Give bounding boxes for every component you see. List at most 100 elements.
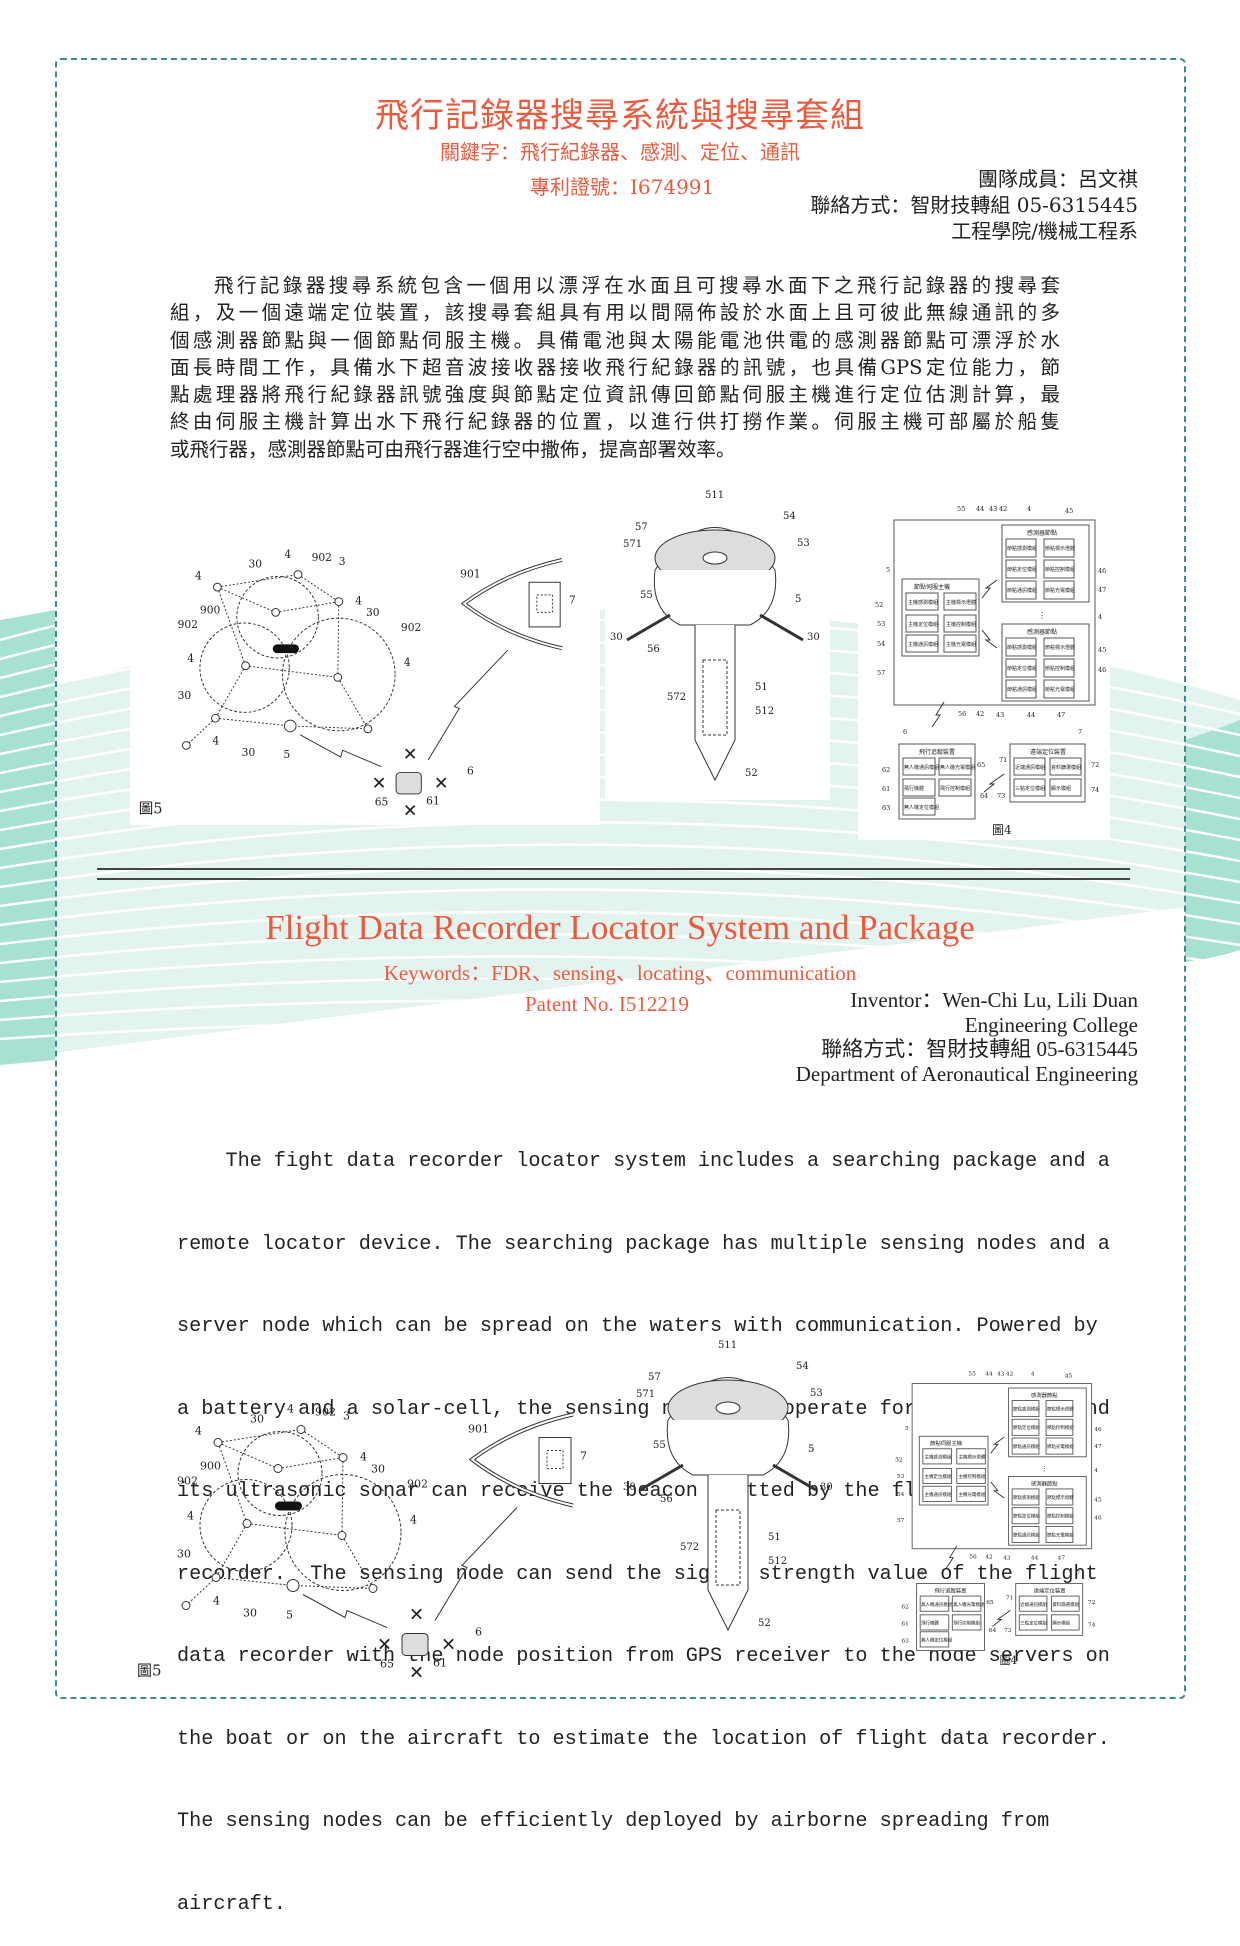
figure-4-panel-en: 節點伺服主機主機感測模組主機標示燈體主機定位模組主機控制模組主機通訊模組主機光電… — [880, 1345, 1105, 1694]
module-label: 近端通訊模組 — [1015, 764, 1045, 771]
module-label: 資料篩選模組 — [1051, 764, 1081, 771]
reference-label: 7 — [580, 1450, 587, 1463]
reference-label: 55 — [968, 1372, 976, 1378]
figure-caption: 圖4 — [992, 823, 1012, 837]
reference-label: 45 — [1065, 1373, 1073, 1379]
reference-label: 47 — [1057, 711, 1065, 719]
en-line: aircraft. — [177, 1891, 1110, 1919]
reference-label: 30 — [807, 632, 820, 643]
reference-label: 47 — [1094, 1444, 1102, 1450]
sensor-node-icon — [212, 1574, 220, 1582]
reference-label: 53 — [810, 1388, 823, 1399]
propeller-icon: ✕ — [434, 774, 449, 794]
wireless-link-icon — [300, 735, 382, 767]
zh-line: 點處理器將飛行紀錄器訊號強度與節點定位資訊傳回節點伺服主機進行定位估測計算，最 — [170, 381, 1060, 408]
ship-cabin — [529, 582, 560, 627]
center-hub — [716, 1402, 740, 1414]
reference-label: 4 — [213, 1595, 220, 1608]
wireless-link-icon — [984, 774, 1004, 792]
reference-label: 43 — [997, 1372, 1005, 1378]
reference-label: 511 — [718, 1340, 737, 1351]
zh-line: 個感測器節點與一個節點伺服主機。具備電池與太陽能電池供電的感測器節點可漂浮於水 — [170, 327, 1060, 354]
figure-5-panel: ✕✕✕✕304902344900309029024430430590176656… — [130, 490, 600, 825]
figure-caption: 圖4 — [1000, 1654, 1018, 1667]
reference-label: 55 — [957, 505, 965, 513]
reference-label: 4 — [213, 734, 220, 747]
reference-label: 30 — [250, 1413, 264, 1426]
reference-label: 53 — [797, 538, 810, 549]
link-line — [301, 1430, 343, 1458]
reference-label: 54 — [897, 1492, 905, 1498]
propeller-icon: ✕ — [403, 801, 418, 821]
sensor-node-icon — [297, 1426, 305, 1434]
reference-label: 54 — [877, 640, 885, 648]
divider-line-top — [97, 868, 1130, 870]
reference-label: 30 — [820, 1482, 833, 1493]
drone-icon — [402, 1634, 428, 1656]
reference-label: 30 — [242, 746, 256, 759]
reference-label: 71 — [999, 756, 1007, 764]
module-label: 主機光電模組 — [946, 641, 976, 648]
reference-label: 900 — [200, 1460, 221, 1473]
remote-locator-icon — [537, 595, 553, 612]
sensor-node-icon — [214, 1439, 222, 1447]
sensor-node-icon — [212, 714, 220, 722]
reference-label: 55 — [653, 1440, 666, 1451]
zh-line: 或飛行器，感測器節點可由飛行器進行空中撒佈，提高部署效率。 — [170, 436, 1060, 463]
reference-label: 46 — [1098, 666, 1106, 674]
sensor-node-icon — [364, 725, 372, 733]
antenna-right — [773, 1465, 816, 1490]
figure-4-panel: 節點伺服主機主機感測模組主機標示燈體主機定位模組主機控制模組主機通訊模組主機光電… — [858, 500, 1110, 840]
reference-label: 65 — [977, 761, 985, 769]
figure-3-sensor-node-drawing: 5115457571535553056305725151252 — [605, 490, 830, 800]
reference-label: 5 — [795, 594, 801, 605]
link-line — [186, 718, 215, 745]
reference-label: 4 — [355, 595, 362, 608]
block-title: 感測器節點 — [1027, 628, 1057, 636]
module-label: 無人機光電模組 — [940, 764, 975, 771]
reference-label: 5 — [886, 566, 890, 574]
en-department: Department of Aeronautical Engineering — [796, 1062, 1138, 1087]
link-line — [290, 726, 368, 729]
figure-3-panel-en: 5115457571535553056305725151252 — [618, 1335, 843, 1659]
reference-label: 65 — [375, 796, 389, 809]
wireless-link-icon — [946, 1546, 957, 1568]
zh-patent-number: 專利證號：I674991 — [530, 171, 714, 200]
sensor-node-icon — [182, 741, 190, 749]
float-body — [667, 1420, 788, 1475]
reference-label: 63 — [901, 1639, 909, 1645]
figure-4-block-diagram: 節點伺服主機主機感測模組主機標示燈體主機定位模組主機控制模組主機通訊模組主機光電… — [858, 500, 1110, 840]
en-inventor: Inventor：Wen-Chi Lu, Lili Duan — [796, 988, 1138, 1013]
reference-label: 72 — [1088, 1600, 1096, 1606]
reference-label: 43 — [1003, 1555, 1011, 1561]
reference-label: 7 — [1078, 728, 1082, 736]
drone-icon — [396, 773, 421, 794]
reference-label: 30 — [178, 689, 192, 702]
link-line — [338, 602, 339, 678]
zh-department: 工程學院/機械工程系 — [810, 218, 1138, 244]
sensor-probe — [695, 625, 735, 780]
reference-label: 52 — [875, 601, 883, 609]
sensor-node-icon — [274, 1465, 282, 1473]
reference-label: 43 — [989, 505, 997, 513]
reference-label: 74 — [1088, 1622, 1096, 1628]
link-line — [278, 1458, 343, 1469]
en-college: Engineering College — [796, 1013, 1138, 1038]
reference-label: 47 — [1058, 1555, 1066, 1561]
reference-label: 73 — [1004, 1628, 1012, 1634]
reference-label: 902 — [177, 1475, 198, 1488]
reference-label: 572 — [667, 692, 686, 703]
ellipsis-icon: ⋮ — [1038, 611, 1046, 620]
module-label: 節點感測模組 — [1007, 644, 1037, 651]
reference-label: 42 — [976, 710, 984, 718]
propeller-icon: ✕ — [403, 745, 418, 765]
reference-label: 512 — [755, 706, 774, 717]
sensor-node-icon — [272, 608, 280, 616]
reference-label: 45 — [1094, 1497, 1102, 1503]
reference-label: 5 — [905, 1426, 909, 1432]
reference-label: 902 — [401, 621, 421, 634]
reference-label: 56 — [969, 1555, 977, 1561]
reference-label: 51 — [768, 1532, 781, 1543]
module-label: 主機標示燈體 — [946, 599, 976, 606]
reference-label: 73 — [997, 792, 1005, 800]
